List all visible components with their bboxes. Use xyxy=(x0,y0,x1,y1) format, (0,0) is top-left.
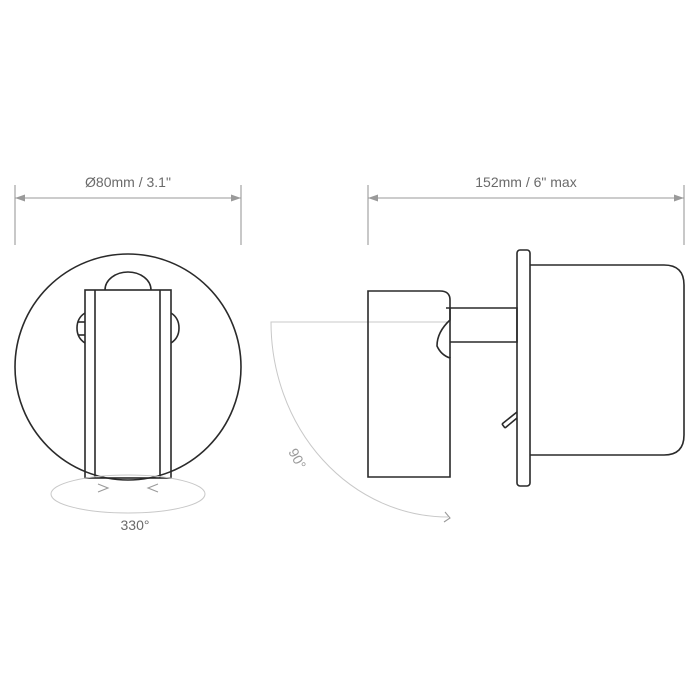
spotlight-head-front xyxy=(84,289,172,479)
front-view: 330° xyxy=(14,253,242,533)
tilt-arc xyxy=(270,321,449,518)
projection-dimension: 152mm / 6" max xyxy=(367,174,685,245)
rotation-arc xyxy=(50,474,206,514)
spotlight-head-side xyxy=(367,290,451,478)
projection-label: 152mm / 6" max xyxy=(475,174,576,190)
diameter-label: Ø80mm / 3.1" xyxy=(85,174,171,190)
swivel-knuckle xyxy=(104,271,152,291)
diameter-dimension: Ø80mm / 3.1" xyxy=(14,174,242,245)
tilt-angle-label: 90° xyxy=(285,446,309,472)
rear-housing xyxy=(530,264,685,456)
wall-plate-circle xyxy=(14,253,242,481)
wall-plate-side xyxy=(516,249,531,487)
spotlight-arm xyxy=(446,307,518,343)
side-view: 90° xyxy=(270,249,685,523)
switch-lever xyxy=(501,411,518,425)
rotation-angle-label: 330° xyxy=(121,517,150,533)
